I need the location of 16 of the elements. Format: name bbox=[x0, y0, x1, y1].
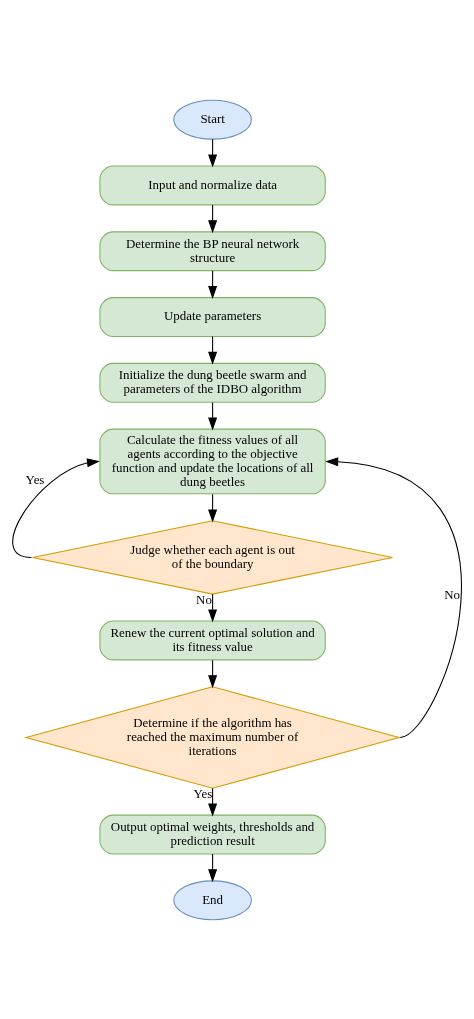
edge-label: No bbox=[444, 586, 461, 602]
node-diamond: Judge whether each agent is out of the boundary bbox=[32, 519, 394, 595]
node-box: Renew the current optimal solution and its fitness value bbox=[99, 620, 326, 660]
node-box: Output optimal weights, thresholds and prediction result bbox=[99, 814, 326, 854]
arrow bbox=[325, 456, 462, 738]
arrow bbox=[12, 457, 100, 558]
node-box: Update parameters bbox=[99, 296, 326, 337]
node-ellipse: Start bbox=[173, 99, 252, 140]
arrow bbox=[208, 335, 218, 365]
node-diamond: Determine if the algorithm has reached the maximum number of iterations bbox=[24, 685, 402, 789]
node-box: Calculate the fitness values of all agents according to the objective function and update the locations of all dung beetles bbox=[99, 428, 326, 494]
node-ellipse: End bbox=[173, 879, 252, 920]
node-box: Determine the BP neural network structure bbox=[99, 230, 326, 271]
edge-label: Yes bbox=[25, 471, 45, 487]
node-box: Input and normalize data bbox=[99, 165, 326, 205]
node-box: Initialize the dung beetle swarm and parameters of the IDBO algorithm bbox=[99, 362, 326, 403]
